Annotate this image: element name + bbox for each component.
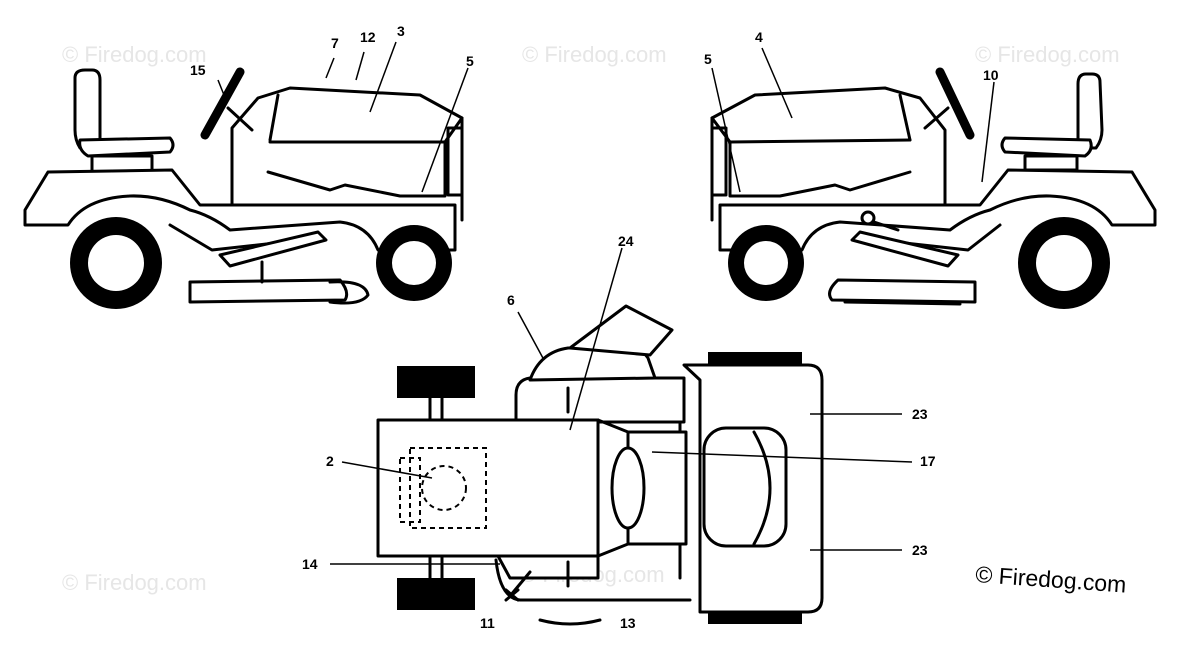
front-wheel-hub (392, 241, 436, 285)
body-frame (718, 168, 1157, 252)
cowl-lower (496, 554, 600, 580)
callout-label: 7 (331, 35, 339, 51)
pedal (850, 230, 960, 268)
rear-wheel-hub (88, 235, 144, 291)
hood-side (728, 170, 912, 198)
watermark: © Firedog.com (62, 570, 207, 595)
seat-back (1076, 72, 1104, 150)
mower-deck (828, 278, 977, 304)
callout-label: 15 (190, 62, 206, 78)
tractor-top-view: 24 6 2 14 23 17 23 11 13 (302, 233, 936, 631)
callout-label: 24 (618, 233, 634, 249)
seat-marker (421, 465, 467, 511)
rear-rod-arm (508, 570, 532, 598)
callout-label-partial: 11 (480, 615, 495, 631)
rear-tire-bottom (397, 578, 475, 610)
watermark: © Firedog.com (975, 42, 1120, 67)
steering-wheel (200, 67, 245, 140)
callout-label: 5 (466, 53, 474, 69)
leader-lines (330, 247, 913, 565)
seat-cushion (1000, 136, 1093, 158)
callout-label: 6 (507, 292, 515, 308)
seat-back (73, 68, 102, 150)
leader-lines (217, 41, 469, 193)
hood-side (266, 170, 447, 198)
callout-label: 2 (326, 453, 334, 469)
body-frame (23, 168, 457, 252)
hood-panel (702, 426, 788, 548)
seat-base (1023, 154, 1079, 172)
callout-label: 17 (920, 453, 936, 469)
deck-skirt (843, 300, 962, 306)
grille (443, 126, 464, 197)
front-tire-top (708, 352, 802, 366)
callout-label: 10 (983, 67, 999, 83)
callout-label: 3 (397, 23, 405, 39)
callout-label: 4 (755, 29, 763, 45)
hood-edge (710, 116, 912, 144)
watermark: © Firedog.com (522, 42, 667, 67)
hood-panel-curve (752, 430, 772, 546)
mower-deck (188, 278, 349, 304)
chute-deflector (568, 304, 674, 357)
deck-chute (328, 280, 370, 305)
callout-label-partial: 13 (620, 615, 636, 631)
cowl (514, 376, 686, 424)
callout-label: 23 (912, 542, 928, 558)
hood-top (268, 93, 280, 142)
front-wheel-hub (744, 241, 788, 285)
seat-outline-shadow (399, 457, 421, 523)
hood-top (898, 93, 912, 142)
dash (230, 86, 464, 222)
watermark: © Firedog.com (62, 42, 207, 67)
seat-outline (409, 447, 487, 529)
steering-wheel (935, 67, 975, 140)
copyright-notice: © Firedog.com (975, 561, 1128, 597)
pedal (218, 230, 328, 268)
partial-arc (538, 618, 602, 626)
callout-label: 14 (302, 556, 318, 572)
rear-tire-top (397, 366, 475, 398)
tractor-right-side-view: 4 5 10 (704, 29, 1157, 309)
callout-label: 23 (912, 406, 928, 422)
steering-wheel-top (610, 446, 646, 530)
seat-cushion (78, 136, 175, 158)
leader-lines (711, 47, 995, 193)
rear-wheel-hub (1036, 235, 1092, 291)
dash (710, 86, 947, 222)
tractor-left-side-view: 7 12 3 15 5 (23, 23, 474, 309)
callout-label: 5 (704, 51, 712, 67)
lift-lever-knob (860, 210, 876, 226)
lift-lever (872, 220, 900, 232)
rear-body (376, 418, 600, 558)
callout-label: 12 (360, 29, 376, 45)
hood-edge (268, 116, 464, 144)
